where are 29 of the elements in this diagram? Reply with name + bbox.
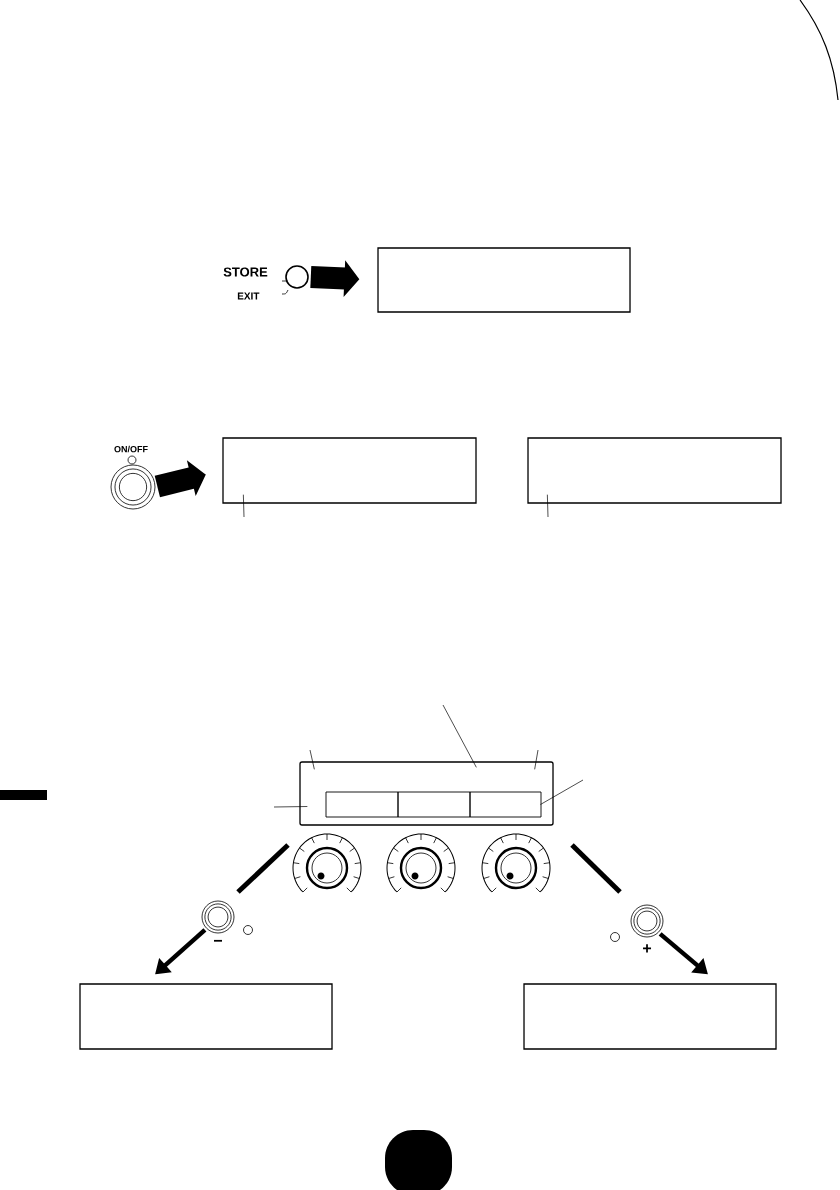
footswitch	[630, 904, 664, 938]
leader-line	[547, 494, 549, 518]
display-box	[527, 437, 782, 504]
display-box	[222, 437, 477, 504]
footswitch	[201, 900, 235, 934]
display-segment	[469, 791, 542, 818]
display-box	[377, 247, 631, 313]
display-box	[79, 983, 333, 1050]
block-arrow	[154, 460, 206, 498]
leader-line	[273, 806, 308, 808]
button-label: +	[643, 944, 652, 953]
leader-line	[442, 704, 477, 768]
button-label: STORE	[223, 267, 268, 277]
leader-line	[309, 749, 315, 770]
button-label: −	[214, 939, 222, 942]
leader-line	[243, 494, 245, 518]
display-box	[523, 983, 777, 1050]
display-segment	[325, 791, 399, 818]
button-circle	[285, 265, 309, 289]
knob	[481, 833, 551, 893]
button-label: ON/OFF	[114, 445, 148, 453]
leader-line	[540, 779, 584, 805]
display-segment	[397, 791, 471, 818]
knob	[386, 833, 456, 893]
button-label: EXIT	[237, 292, 260, 300]
footswitch	[110, 464, 156, 510]
leader-line	[534, 749, 539, 770]
display-panel	[299, 761, 554, 826]
knob	[292, 833, 362, 893]
